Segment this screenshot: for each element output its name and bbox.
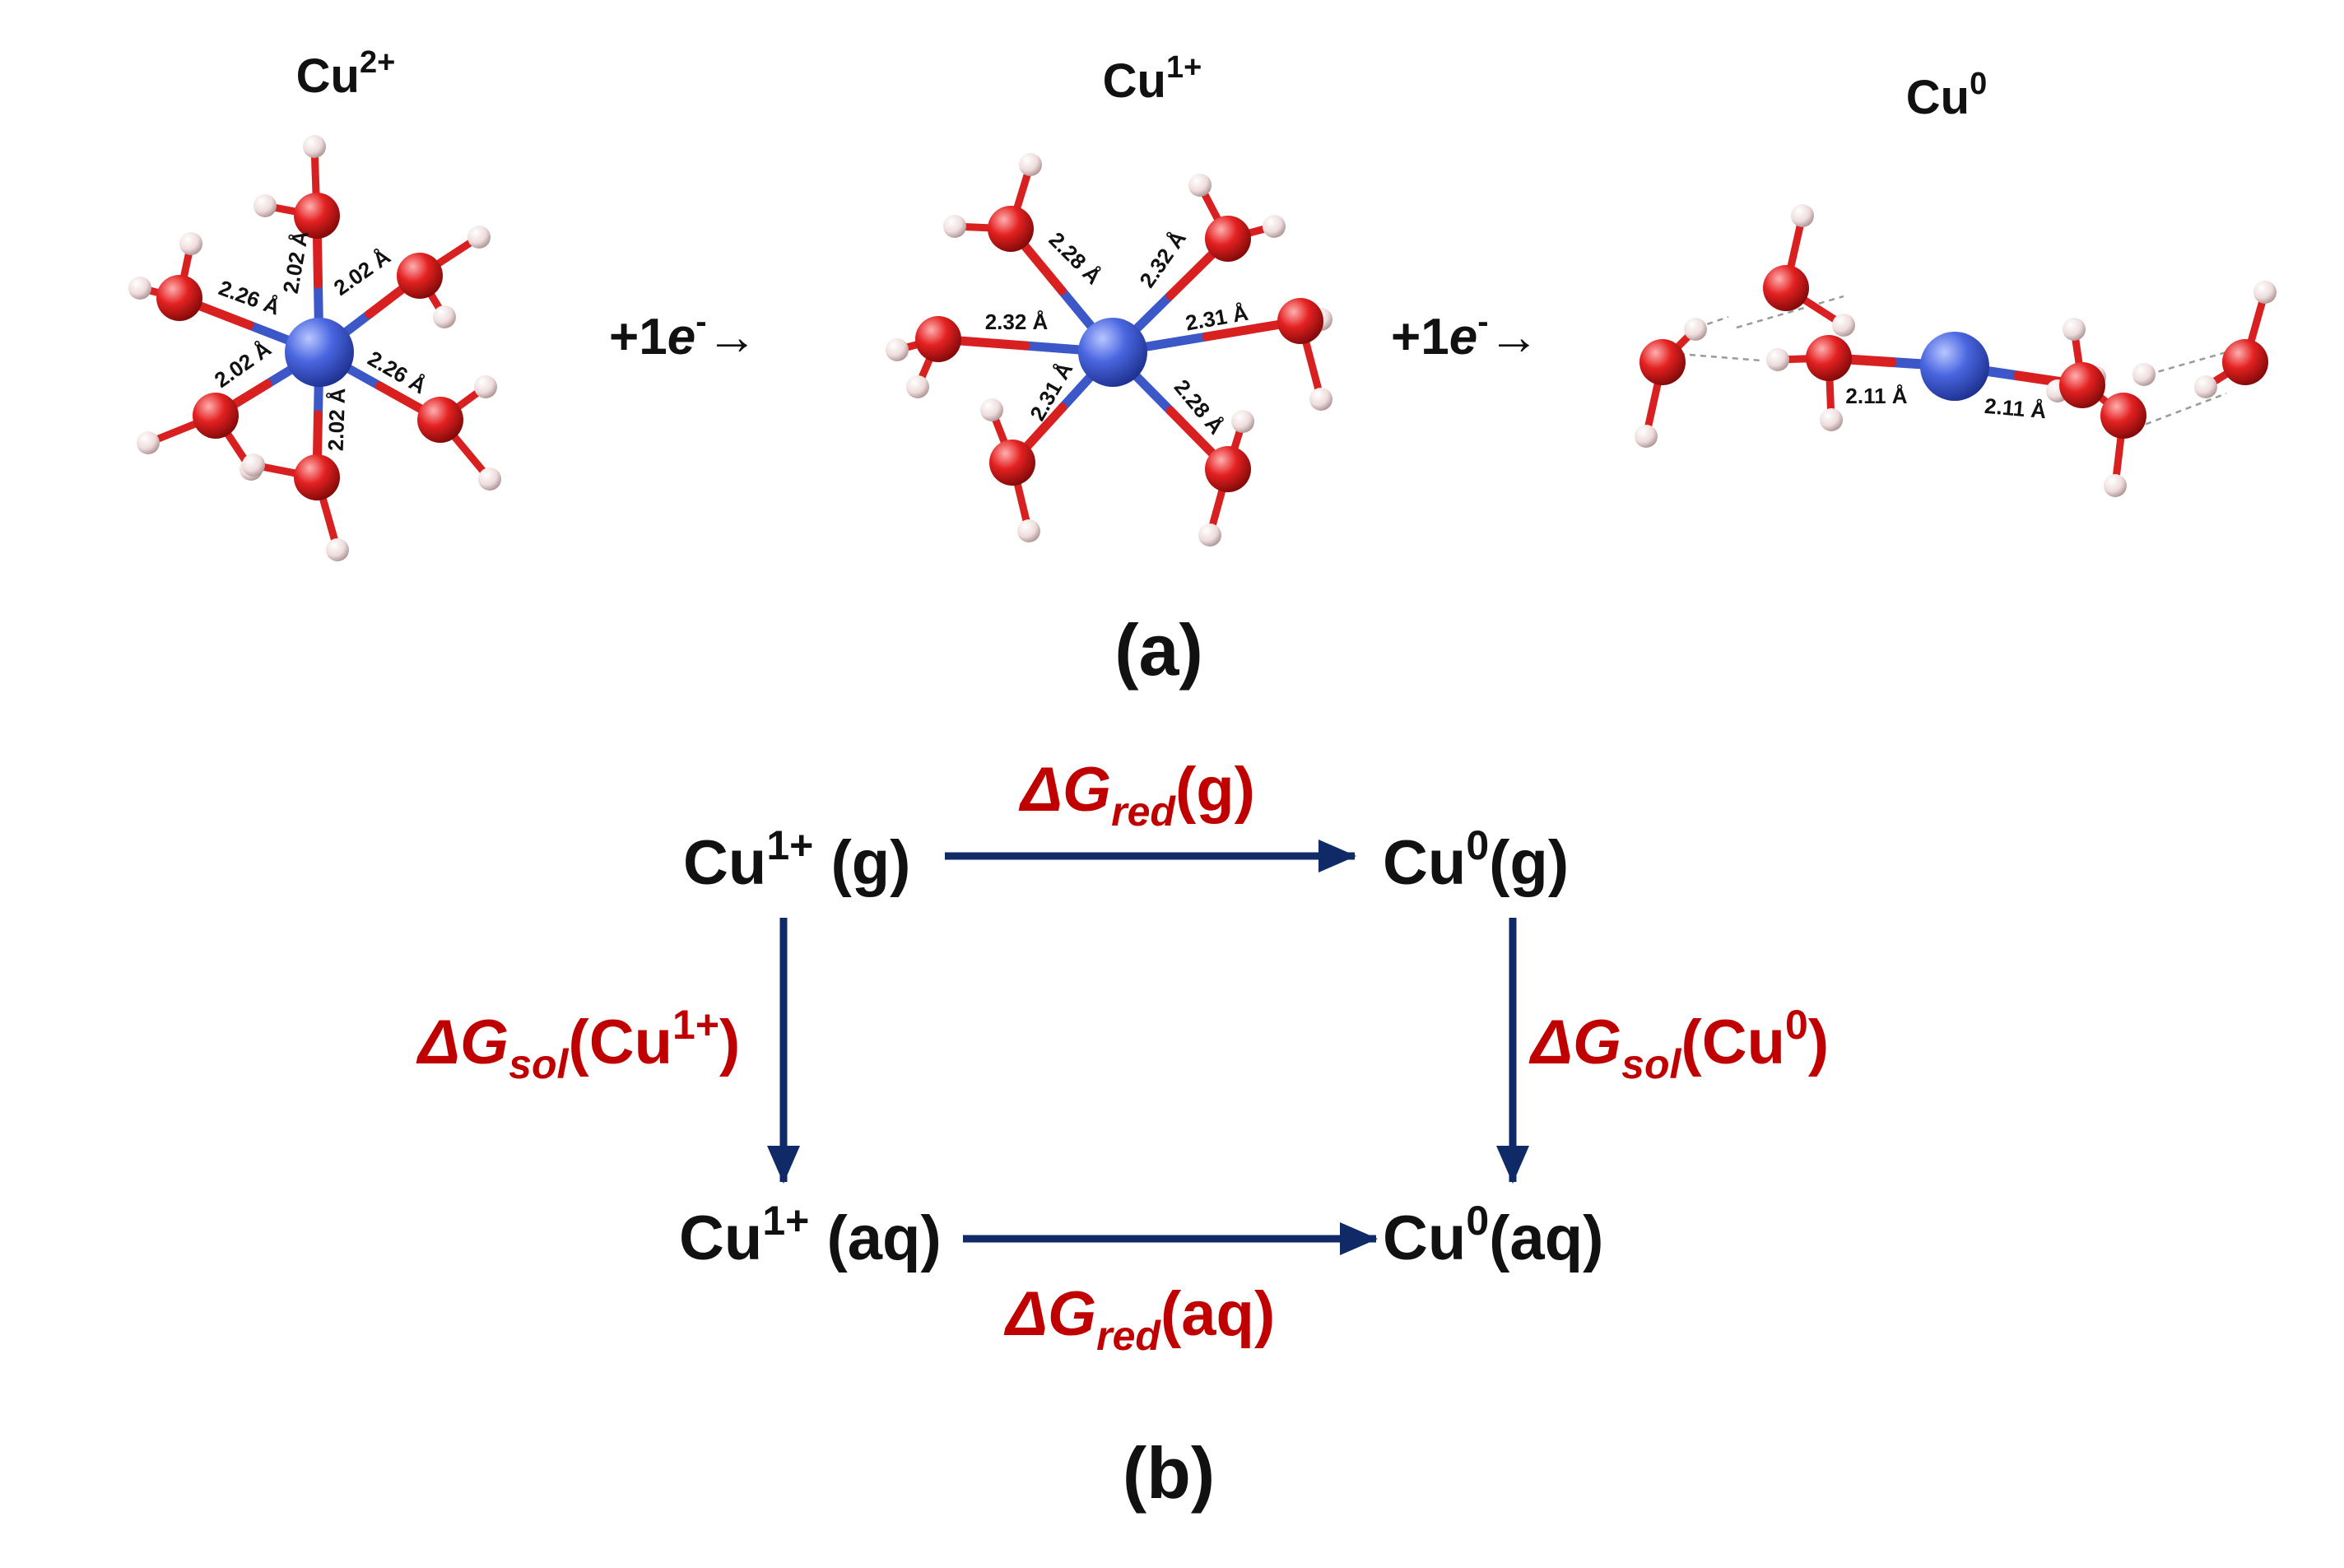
- bond-length-label: 2.02 Å: [329, 244, 395, 300]
- oxygen-atom: [294, 454, 340, 500]
- species-cu0-aqueous: Cu0(aq): [1383, 1198, 1603, 1273]
- molecule-cu0-cluster: 2.11 Å 2.11 Å: [1635, 204, 2277, 497]
- reduction-step-1: +1e-→: [609, 304, 758, 365]
- species-cu1plus-aqueous: Cu1+ (aq): [679, 1198, 942, 1273]
- hydrogen-atom: [980, 398, 1003, 421]
- oxygen-atom: [397, 253, 443, 299]
- hydrogen-bond: [1736, 295, 1844, 329]
- hydrogen-atom: [137, 431, 160, 454]
- oxygen-atom: [988, 206, 1034, 252]
- oxygen-atom: [193, 393, 239, 439]
- hydrogen-atom: [242, 454, 265, 477]
- hydrogen-atom: [1635, 425, 1658, 448]
- bond-length-label: 2.11 Å: [1984, 393, 2048, 423]
- hydrogen-atom: [886, 338, 909, 361]
- bond-length-label: 2.28 Å: [1170, 375, 1229, 439]
- state-title-cu0: Cu0: [1906, 67, 1987, 124]
- hydrogen-atom: [1791, 204, 1814, 227]
- bond-length-label: 2.11 Å: [1845, 384, 1907, 408]
- label-delta-g-red-gas: ΔGred(g): [1018, 755, 1255, 835]
- hydrogen-atom: [128, 277, 151, 300]
- hydrogen-atom: [1832, 314, 1855, 337]
- hydrogen-atom: [253, 194, 277, 217]
- hydrogen-atom: [303, 135, 326, 158]
- label-delta-g-sol-cu1plus: ΔGsol(Cu1+): [416, 1002, 740, 1087]
- hydrogen-atom: [1684, 318, 1707, 341]
- oxygen-atom: [1205, 216, 1251, 262]
- copper-atom: [1920, 332, 1989, 401]
- copper-atom: [1078, 318, 1147, 387]
- panel-b-thermodynamic-cycle: Cu1+ (g) Cu0(g) Cu1+ (aq) Cu0(aq) ΔGred(…: [416, 755, 1829, 1514]
- oxygen-atom: [1806, 335, 1852, 381]
- hydrogen-atom: [1766, 348, 1789, 371]
- label-delta-g-sol-cu0: ΔGsol(Cu0): [1528, 1002, 1829, 1087]
- oxygen-atom: [294, 193, 340, 239]
- hydrogen-atom: [1309, 388, 1332, 411]
- hydrogen-atom: [2104, 474, 2127, 497]
- hydrogen-atom: [2253, 281, 2277, 304]
- oxygen-atom: [2100, 393, 2146, 439]
- oxygen-atom: [1639, 339, 1686, 385]
- hydrogen-bond: [2135, 392, 2227, 430]
- oxygen-atom: [1205, 446, 1251, 492]
- oxygen-atom: [1277, 298, 1323, 344]
- hydrogen-atom: [433, 305, 456, 328]
- oxygen-atom: [2059, 362, 2105, 408]
- bond-length-label: 2.02 Å: [278, 229, 314, 295]
- hydrogen-atom: [943, 215, 966, 238]
- oxygen-atom: [1763, 265, 1809, 311]
- oxygen-atom: [417, 397, 463, 443]
- panel-b-label: (b): [1123, 1432, 1215, 1514]
- oxygen-atom: [989, 440, 1035, 486]
- species-cu0-gas: Cu0(g): [1383, 822, 1569, 898]
- state-title-cu1plus: Cu1+: [1103, 50, 1202, 108]
- reduction-step-2: +1e-→: [1391, 304, 1540, 365]
- hydrogen-atom: [2132, 363, 2156, 386]
- state-title-cu2plus: Cu2+: [296, 45, 396, 103]
- hydrogen-atom: [1198, 523, 1221, 547]
- bond-length-label: 2.31 Å: [1025, 358, 1077, 426]
- hydrogen-atom: [326, 538, 349, 561]
- hydrogen-atom: [179, 232, 202, 255]
- hydrogen-atom: [467, 226, 491, 249]
- hydrogen-bond: [1678, 352, 1762, 362]
- hydrogen-atom: [906, 375, 929, 398]
- copper-atom: [285, 318, 354, 387]
- hydrogen-atom: [2194, 375, 2217, 398]
- bond-length-label: 2.32 Å: [985, 309, 1049, 334]
- panel-a-label: (a): [1114, 609, 1203, 691]
- bond-length-label: 2.02 Å: [323, 388, 351, 452]
- hydrogen-atom: [1263, 215, 1286, 238]
- oxygen-atom: [915, 316, 961, 362]
- hydrogen-atom: [1820, 408, 1843, 431]
- hydrogen-atom: [1231, 410, 1254, 433]
- hydrogen-atom: [2063, 318, 2086, 341]
- hydrogen-atom: [1188, 174, 1212, 197]
- hydrogen-atom: [474, 375, 497, 398]
- hydrogen-atom: [478, 468, 501, 491]
- hydrogen-atom: [1017, 519, 1040, 542]
- hydrogen-bond: [2147, 351, 2227, 376]
- oxygen-atom: [2222, 339, 2268, 385]
- species-cu1plus-gas: Cu1+ (g): [683, 822, 910, 898]
- oxygen-atom: [156, 275, 202, 321]
- hydrogen-atom: [1019, 153, 1042, 176]
- label-delta-g-red-aqueous: ΔGred(aq): [1003, 1279, 1275, 1359]
